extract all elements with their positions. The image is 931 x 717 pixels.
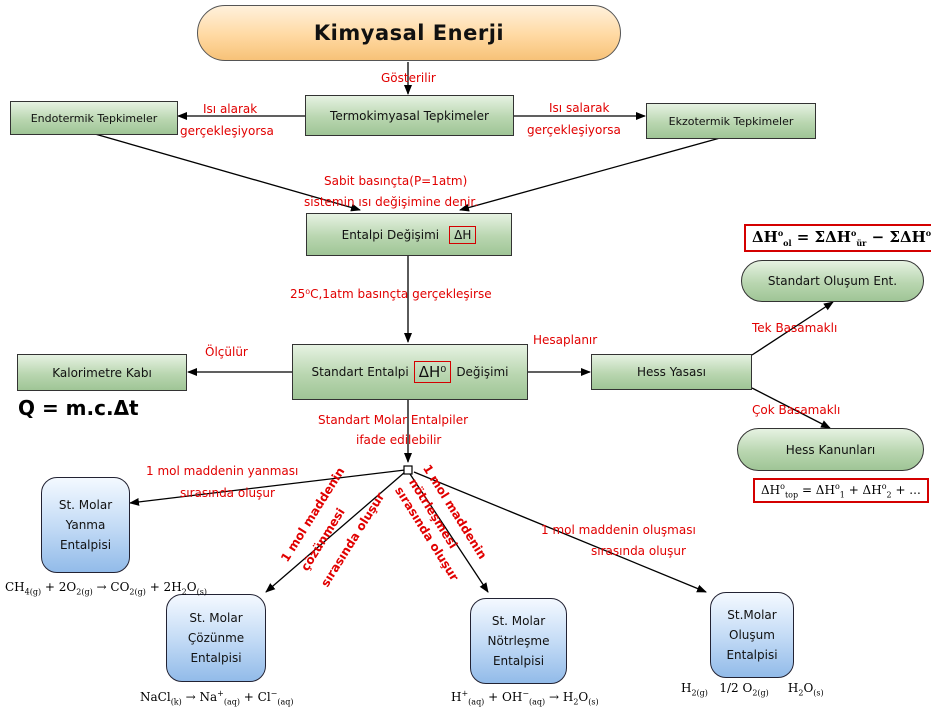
yanma-line-2: Yanma [65,518,106,532]
arrow-hess-olusum [751,301,834,356]
cozunme-node: St. Molar Çözünme Entalpisi [166,594,266,682]
arrow-endo-entalpi [94,133,361,212]
kalorimetre-label: Kalorimetre Kabı [52,365,152,380]
endo-node: Endotermik Tepkimeler [10,101,178,135]
label-molar-1: Standart Molar Entalpiler [318,413,469,427]
olusum-line-1: St.Molar [727,608,777,622]
formula-hess: ΔHotop = ΔHo1 + ΔHo2 + ... [753,478,929,504]
label-olusma-2: sırasında oluşur [591,544,686,558]
cozunme-line-2: Çözünme [187,631,245,645]
olusum-line-2: Oluşum [729,628,775,642]
hub-node [403,465,413,475]
entalpi-node: Entalpi Değişimi ΔH [306,213,512,256]
label-isi-alarak-2: gerçekleşiyorsa [180,124,274,138]
label-isi-salarak-2: gerçekleşiyorsa [527,123,621,137]
label-yanma-1: 1 mol maddenin yanması [146,464,299,478]
yanma-line-1: St. Molar [58,498,113,512]
olusum-line-3: Entalpisi [726,648,778,662]
ekzo-label: Ekzotermik Tepkimeler [668,114,794,128]
hess-yasasi-node: Hess Yasası [591,354,752,390]
label-kosul: 25⁰C,1atm basınçta gerçekleşirse [290,287,492,301]
label-olusma-1: 1 mol maddenin oluşması [541,523,696,537]
label-cok-basamakli: Çok Basamaklı [752,403,841,417]
yanma-node: St. Molar Yanma Entalpisi [41,477,130,573]
label-yanma-2: sırasında oluşur [180,486,275,500]
entalpi-label: Entalpi Değişimi [341,227,440,242]
label-sabit-1: Sabit basınçta(P=1atm) [324,174,468,188]
arrow-hub-yanma [129,469,406,506]
label-hesaplanir: Hesaplanır [533,333,598,347]
title-node: Kimyasal Enerji [197,5,621,61]
standart-olusum-label: Standart Oluşum Ent. [767,274,898,288]
standart-label-pre: Standart Entalpi [311,365,409,379]
hess-kanunlari-node: Hess Kanunları [737,428,924,471]
hess-kanunlari-label: Hess Kanunları [785,442,876,457]
standart-node: Standart Entalpi ΔH⁰ Değişimi [292,344,528,400]
kalorimetre-node: Kalorimetre Kabı [17,354,187,391]
termo-label: Termokimyasal Tepkimeler [330,108,489,123]
formula-yanma: CH4(g) + 2O2(g) → CO2(g) + 2H2O(s) [5,580,207,597]
formula-standart-olusum: ΔHool = ΣΔHoür − ΣΔHogir [744,224,931,252]
arrow-hess-kanun [751,387,831,429]
standart-symbol: ΔH⁰ [413,361,452,383]
arrow-hub-olusum [413,471,707,593]
label-isi-salarak-1: Isı salarak [549,101,610,115]
termo-node: Termokimyasal Tepkimeler [305,95,514,136]
notrlesme-line-1: St. Molar [491,614,546,628]
standart-olusum-node: Standart Oluşum Ent. [741,260,924,302]
ekzo-node: Ekzotermik Tepkimeler [646,103,816,139]
arrow-hub-cozunme [265,471,406,593]
notrlesme-node: St. Molar Nötrleşme Entalpisi [470,598,567,684]
yanma-line-3: Entalpisi [59,538,112,552]
label-molar-2: ifade edilebilir [356,433,442,447]
label-isi-alarak-1: Isı alarak [203,102,258,116]
notrlesme-line-2: Nötrleşme [487,634,550,648]
formula-cozunme: NaCl(k) → Na+(aq) + Cl−(aq) [140,689,294,707]
label-gosterilir: Gösterilir [381,71,436,85]
cozunme-line-3: Entalpisi [190,651,242,665]
hess-yasasi-label: Hess Yasası [637,365,706,379]
arrow-ekzo-entalpi [459,137,721,212]
arrow-hub-notrlesme [409,473,489,593]
label-tek-basamakli: Tek Basamaklı [752,321,838,335]
olusum-node: St.Molar Oluşum Entalpisi [710,592,794,678]
formula-q: Q = m.c.Δt [18,396,139,420]
formula-notrlesme: H+(aq) + OH−(aq) → H2O(s) [451,689,599,707]
cozunme-line-1: St. Molar [189,611,243,625]
title-text: Kimyasal Enerji [313,21,505,45]
notrlesme-line-3: Entalpisi [492,654,545,668]
entalpi-symbol: ΔH [449,225,477,244]
label-olculur: Ölçülür [205,345,248,359]
label-sabit-2: sistemin ısı değişimine denir. [304,195,479,209]
formula-olusum: H2(g) 1/2 O2(g) H2O(s) [681,681,824,698]
standart-label-post: Değişimi [456,365,509,379]
endo-label: Endotermik Tepkimeler [30,111,158,125]
